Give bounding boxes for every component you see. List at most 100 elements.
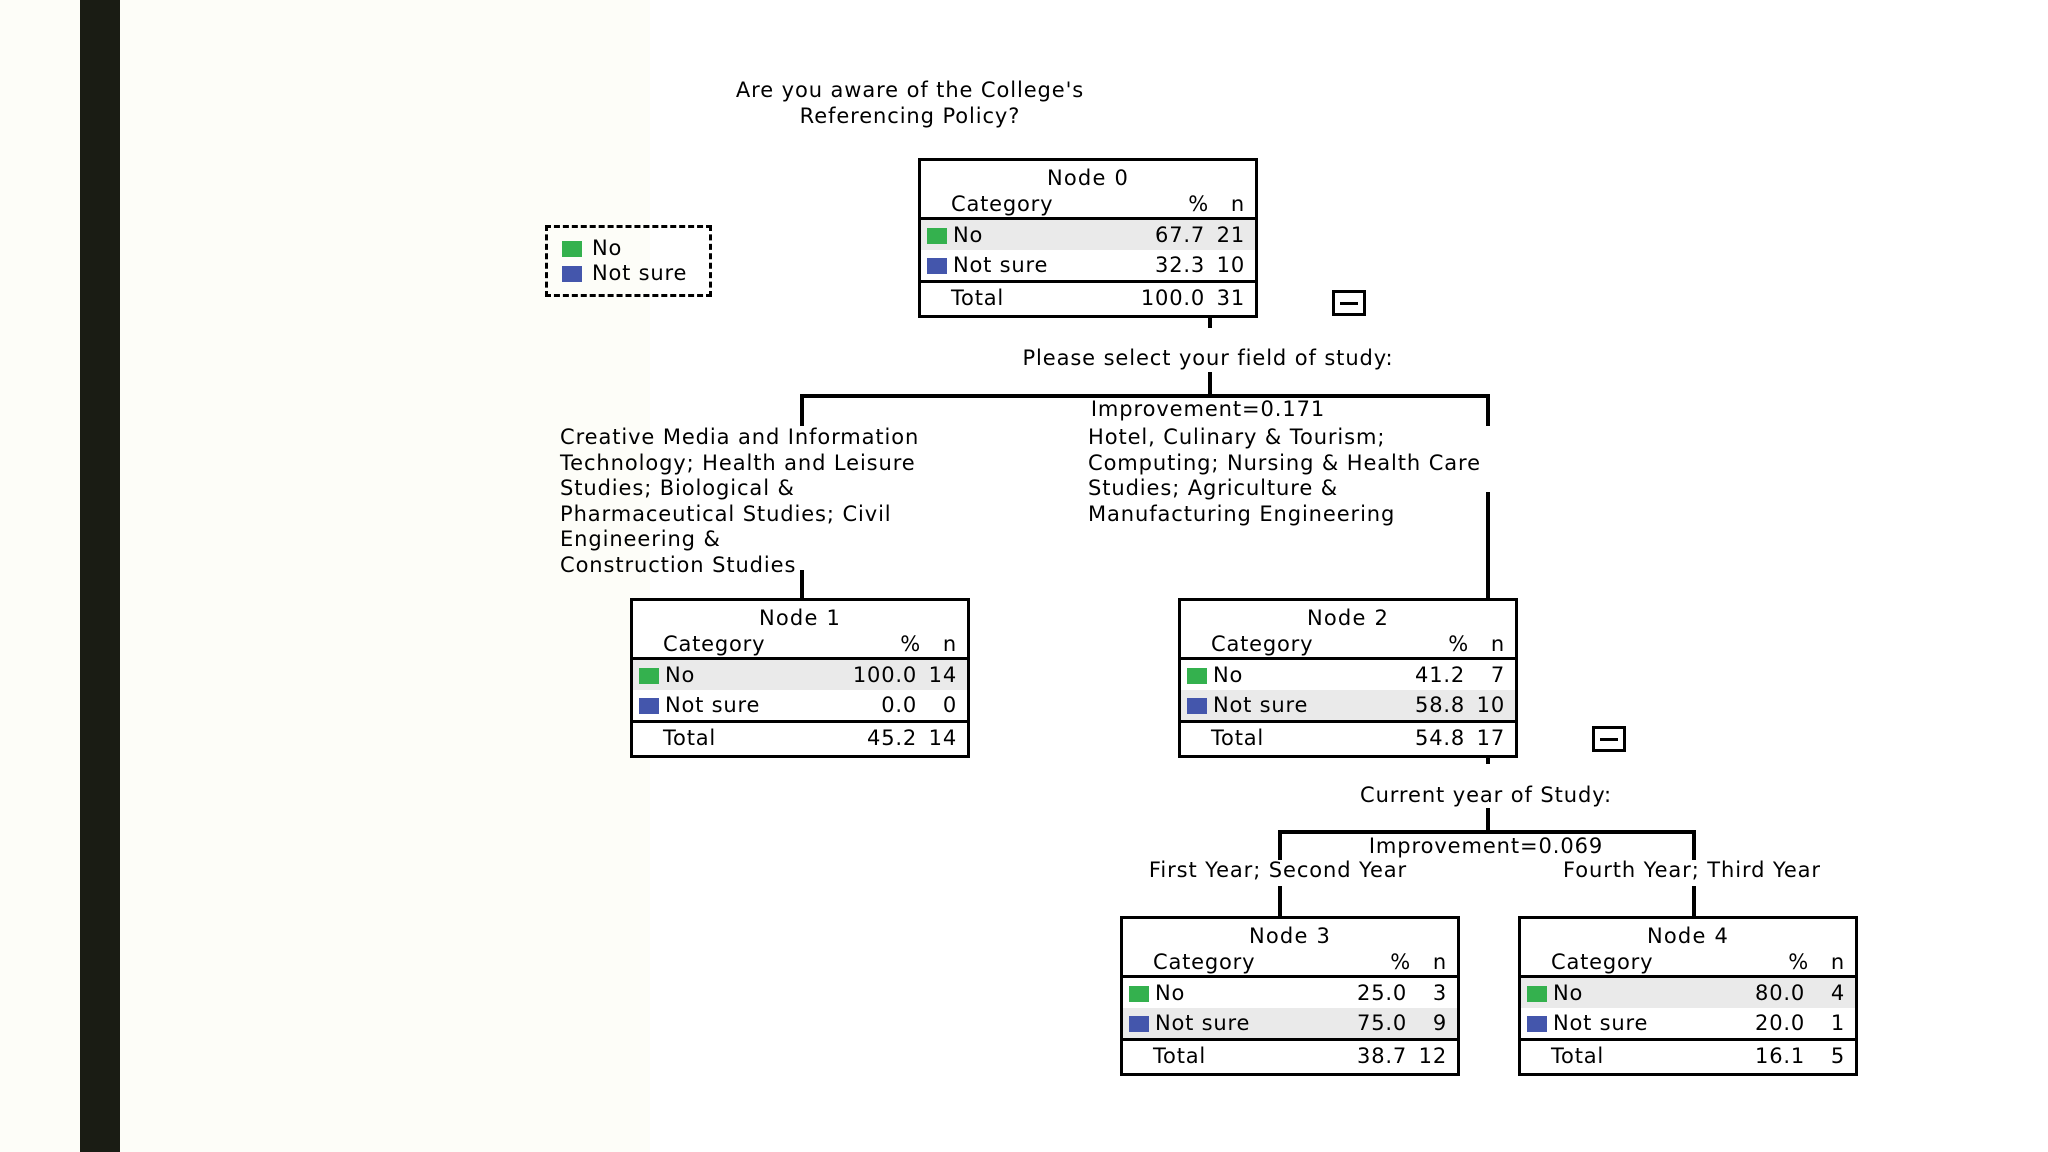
decision-tree-area: Are you aware of the College's Referenci… <box>120 0 2048 1152</box>
node-1-header-row: Category % n <box>633 632 967 660</box>
split-label-field-of-study: Please select your field of study: Impro… <box>958 320 1458 448</box>
row-percent: 75.0 <box>1321 1008 1411 1040</box>
branch-label-node2: Hotel, Culinary & Tourism; Computing; Nu… <box>1088 425 1481 526</box>
table-row: Not sure 20.0 1 <box>1521 1008 1855 1040</box>
header-percent: % <box>1105 192 1209 220</box>
split-improvement: Improvement=0.069 <box>1368 833 1604 858</box>
category-legend: No Not sure <box>545 225 713 297</box>
header-category: Category <box>633 632 818 660</box>
blue-swatch-icon <box>1521 1008 1551 1040</box>
green-swatch-icon <box>1521 976 1551 1008</box>
row-n: 4 <box>1809 976 1855 1008</box>
row-n: 7 <box>1490 663 1505 687</box>
header-percent: % <box>817 632 921 660</box>
green-swatch-icon <box>1123 977 1153 1009</box>
row-percent: 0.0 <box>881 693 917 717</box>
sidebar-accent-bar <box>80 0 120 1152</box>
row-category: No <box>1551 976 1720 1008</box>
node-1-title: Node 1 <box>758 606 842 630</box>
total-percent: 54.8 <box>1379 720 1469 755</box>
legend-item-no: No <box>562 236 687 261</box>
row-category: No <box>1213 663 1244 687</box>
node-1-total-row: Total 45.2 14 <box>633 720 967 755</box>
node-3-header-row: Category % n <box>1123 950 1457 978</box>
total-label: Total <box>921 280 1106 315</box>
row-percent: 32.3 <box>1155 253 1205 277</box>
table-row: No 25.0 3 <box>1123 977 1457 1009</box>
connector-to-node3 <box>1278 830 1282 860</box>
connector-split2-stem <box>1486 808 1490 832</box>
row-percent: 100.0 <box>817 658 921 690</box>
row-n: 9 <box>1411 1008 1457 1040</box>
header-category: Category <box>921 192 1106 220</box>
connector-node2-drop <box>1486 492 1490 598</box>
row-percent: 41.2 <box>1415 663 1465 687</box>
blue-swatch-icon <box>1181 690 1211 722</box>
legend-label-not-sure: Not sure <box>592 261 688 285</box>
node-2-collapse-button[interactable] <box>1592 726 1626 752</box>
blue-swatch-icon <box>633 690 663 722</box>
row-category: Not sure <box>1553 1011 1649 1035</box>
connector-split1-stem <box>1208 372 1212 396</box>
split-variable: Current year of Study: <box>1360 782 1612 807</box>
row-percent: 58.8 <box>1379 690 1469 722</box>
header-percent: % <box>1379 632 1469 660</box>
table-row: No 41.2 7 <box>1181 659 1515 691</box>
branch-label-node3: First Year; Second Year <box>1148 858 1408 882</box>
split-label-current-year: Current year of Study: Improvement=0.069 <box>1236 757 1736 885</box>
minus-icon <box>1600 737 1618 741</box>
node-0-title: Node 0 <box>1046 166 1130 190</box>
node-2-box[interactable]: Node 2 Category % n No 41.2 7 Not sure 5… <box>1178 598 1518 758</box>
node-3-table: Category % n No 25.0 3 Not sure 75.0 9 <box>1123 950 1457 1073</box>
table-row: Not sure 58.8 10 <box>1181 690 1515 722</box>
node-3-total-row: Total 38.7 12 <box>1123 1038 1457 1073</box>
node-1-table: Category % n No 100.0 14 Not sure 0.0 0 <box>633 632 967 755</box>
header-percent: % <box>1321 950 1411 978</box>
row-category: No <box>663 658 818 690</box>
node-3-box[interactable]: Node 3 Category % n No 25.0 3 Not sure 7… <box>1120 916 1460 1076</box>
total-n: 31 <box>1209 280 1255 315</box>
header-n: n <box>1809 950 1855 978</box>
row-n: 10 <box>1469 690 1515 722</box>
table-row: No 100.0 14 <box>633 658 967 690</box>
blue-swatch-icon <box>1123 1008 1153 1040</box>
table-row: Not sure 0.0 0 <box>633 690 967 722</box>
row-category: Not sure <box>1211 690 1380 722</box>
header-n: n <box>1469 632 1515 660</box>
node-2-total-row: Total 54.8 17 <box>1181 720 1515 755</box>
node-1-box[interactable]: Node 1 Category % n No 100.0 14 Not sure… <box>630 598 970 758</box>
green-swatch-icon <box>562 240 582 257</box>
table-row: No 67.7 21 <box>921 218 1255 250</box>
total-label: Total <box>633 720 818 755</box>
legend-item-not-sure: Not sure <box>562 261 687 286</box>
branch-label-node1: Creative Media and Information Technolog… <box>560 425 920 577</box>
connector-node4-drop <box>1692 886 1696 916</box>
header-n: n <box>1411 950 1457 978</box>
row-n: 21 <box>1209 218 1255 250</box>
row-category: No <box>1155 981 1186 1005</box>
total-n: 5 <box>1809 1038 1855 1073</box>
header-n: n <box>1209 192 1255 220</box>
header-percent: % <box>1719 950 1809 978</box>
node-2-title: Node 2 <box>1306 606 1390 630</box>
node-3-title: Node 3 <box>1248 924 1332 948</box>
total-percent: 38.7 <box>1321 1038 1411 1073</box>
node-0-collapse-button[interactable] <box>1332 290 1366 316</box>
row-percent: 80.0 <box>1719 976 1809 1008</box>
blue-swatch-icon <box>921 250 951 282</box>
split-improvement: Improvement=0.171 <box>1090 396 1326 421</box>
row-percent: 67.7 <box>1105 218 1209 250</box>
branch-label-node4: Fourth Year; Third Year <box>1563 858 1821 882</box>
row-percent: 20.0 <box>1755 1011 1805 1035</box>
green-swatch-icon <box>921 218 951 250</box>
header-category: Category <box>1181 632 1380 660</box>
node-0-box[interactable]: Node 0 Category % n No 67.7 21 Not sure … <box>918 158 1258 318</box>
connector-split2-bus <box>1278 830 1696 834</box>
connector-split1-bus <box>800 394 1490 398</box>
total-n: 17 <box>1469 720 1515 755</box>
legend-label-no: No <box>592 236 623 260</box>
connector-to-node4 <box>1692 830 1696 860</box>
node-4-box[interactable]: Node 4 Category % n No 80.0 4 Not sure 2… <box>1518 916 1858 1076</box>
header-category: Category <box>1521 950 1720 978</box>
